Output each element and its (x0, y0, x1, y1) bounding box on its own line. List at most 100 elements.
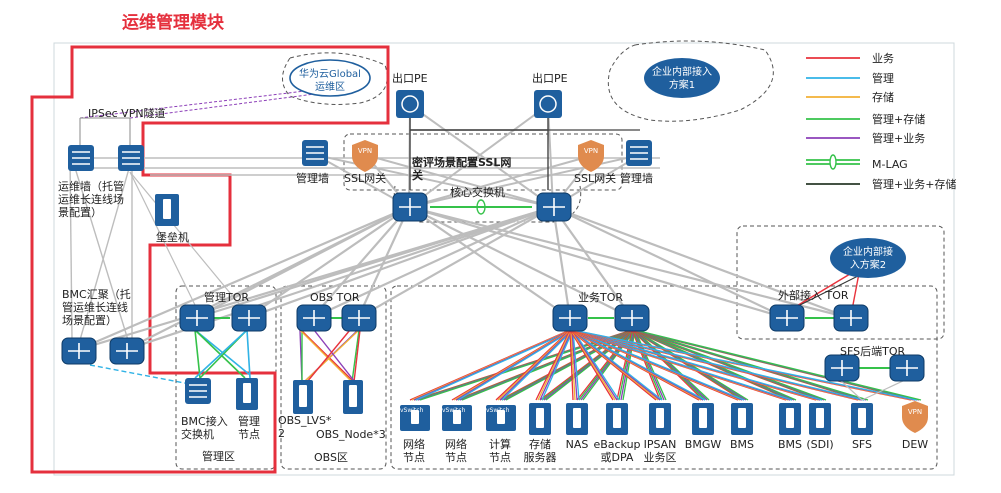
page-title: 运维管理模块 (122, 13, 224, 33)
core-trunk-link (311, 206, 554, 319)
bastion-label: 堡垒机 (156, 231, 189, 244)
server-label: 存储 服务器 (523, 438, 557, 464)
biz-server-link (572, 329, 620, 401)
bmc-agg-left (61, 337, 97, 365)
global-cloud-label: 华为云Global 运维区 (299, 69, 361, 93)
om-firewall-label: 运维墙（托管 运维长连线场 景配置） (58, 180, 124, 219)
obs-zone-box (280, 285, 387, 470)
biz-server-link (571, 329, 578, 401)
ipsec-label: IPSec VPN隧道 (88, 107, 166, 120)
server-device (606, 403, 628, 435)
server-device (529, 403, 551, 435)
mgmt-zone-label: 管理区 (202, 450, 235, 463)
dew-device: VPN (902, 401, 928, 433)
vpn-badge-text: VPN (908, 408, 922, 416)
biz-server-link (633, 329, 665, 401)
biz-server-link (569, 329, 574, 401)
server-label: 网络 节点 (445, 438, 467, 464)
legend-label: 管理 (872, 72, 894, 85)
biz-server-link (541, 329, 574, 401)
obs-link (300, 329, 355, 383)
om-link (129, 171, 241, 306)
pe-router-right (534, 90, 562, 118)
biz-server-link (572, 329, 745, 401)
obs-node-server (343, 380, 363, 414)
server-label: SFS (851, 438, 873, 451)
obs-tor-left (296, 304, 332, 332)
sfs-tor-left (824, 354, 860, 382)
mgmt-tor-left (179, 304, 215, 332)
ssl-right-label: SSL网关 (574, 172, 617, 185)
biz-server-link (501, 329, 574, 401)
enterprise1-zone-box (607, 40, 774, 122)
biz-server-link (499, 329, 573, 401)
om-firewall-right (118, 145, 144, 171)
mgmt-tor-right (231, 304, 267, 332)
server-device (649, 403, 671, 435)
global-cloud (289, 59, 371, 97)
vswitch-label: vSwitch (486, 407, 510, 414)
legend-label: 管理+业务+存储 (872, 178, 957, 191)
core-trunk-link (552, 206, 787, 319)
enterprise2-cloud-label: 企业内部接 入方案2 (843, 247, 893, 271)
obs-zone-label: OBS区 (314, 451, 348, 464)
biz-server-link (634, 329, 827, 401)
obs-tor-label: OBS TOR (310, 291, 360, 304)
biz-tor-left (552, 304, 588, 332)
core-uplink (547, 104, 554, 208)
obs-link (299, 329, 353, 383)
biz-server-link (572, 329, 918, 401)
server-label: eBackup 或DPA (593, 438, 641, 464)
core-trunk-link (551, 206, 572, 319)
ssl-left-label: SSL网关 (344, 172, 387, 185)
server-label: BMS (729, 438, 755, 451)
pe-router-left (396, 90, 424, 118)
mgmt-fw-right-label: 管理墙 (620, 172, 653, 185)
mgmt-tor-label: 管理TOR (204, 291, 250, 304)
biz-server-link (634, 329, 869, 401)
biz-server-link (634, 329, 667, 401)
biz-server-link (571, 329, 618, 401)
core-uplink (409, 104, 554, 208)
server-label: 计算 节点 (489, 438, 511, 464)
bastion-host (155, 194, 179, 226)
server-device (779, 403, 801, 435)
mgmt-link (246, 329, 251, 379)
core-uplink (408, 154, 595, 208)
sfs-tor-label: SFS后端TOR (840, 345, 906, 358)
biz-server-link (572, 329, 865, 401)
mlag-ring (476, 199, 486, 215)
enterprise1-cloud (644, 58, 720, 98)
core-trunk-link (408, 205, 787, 320)
mgmt-firewall-right (626, 140, 652, 166)
biz-server-link (569, 329, 657, 401)
vswitch-node (400, 405, 430, 431)
obs-link (303, 329, 360, 383)
legend-mlag-ring (829, 154, 837, 170)
legend-label: 业务 (872, 52, 894, 65)
core-uplink (365, 154, 554, 208)
biz-server-link (631, 329, 704, 401)
obs-link (351, 329, 360, 383)
pe-right-label: 出口PE (532, 72, 568, 85)
server-device (731, 403, 753, 435)
pe-left-label: 出口PE (392, 72, 428, 85)
core-switch-right (536, 192, 572, 222)
biz-tor-label: 业务TOR (578, 291, 624, 304)
ipsec-tunnel-line (129, 91, 331, 119)
core-label: 核心交换机 (450, 186, 505, 199)
biz-server-link (633, 329, 708, 401)
vswitch-label: vSwitch (400, 407, 424, 414)
core-uplink (408, 104, 549, 208)
server-label: BMS (777, 438, 803, 451)
legend-label: 管理+业务 (872, 132, 926, 145)
legend-label: 存储 (872, 91, 894, 104)
ssl-gateway-right: VPN (578, 140, 604, 172)
core-trunk-link (124, 206, 410, 351)
obs-link (353, 329, 361, 383)
service-zone-box (390, 285, 938, 470)
biz-server-link (571, 329, 661, 401)
server-label: DEW (901, 438, 929, 451)
biz-server-link (632, 329, 663, 401)
